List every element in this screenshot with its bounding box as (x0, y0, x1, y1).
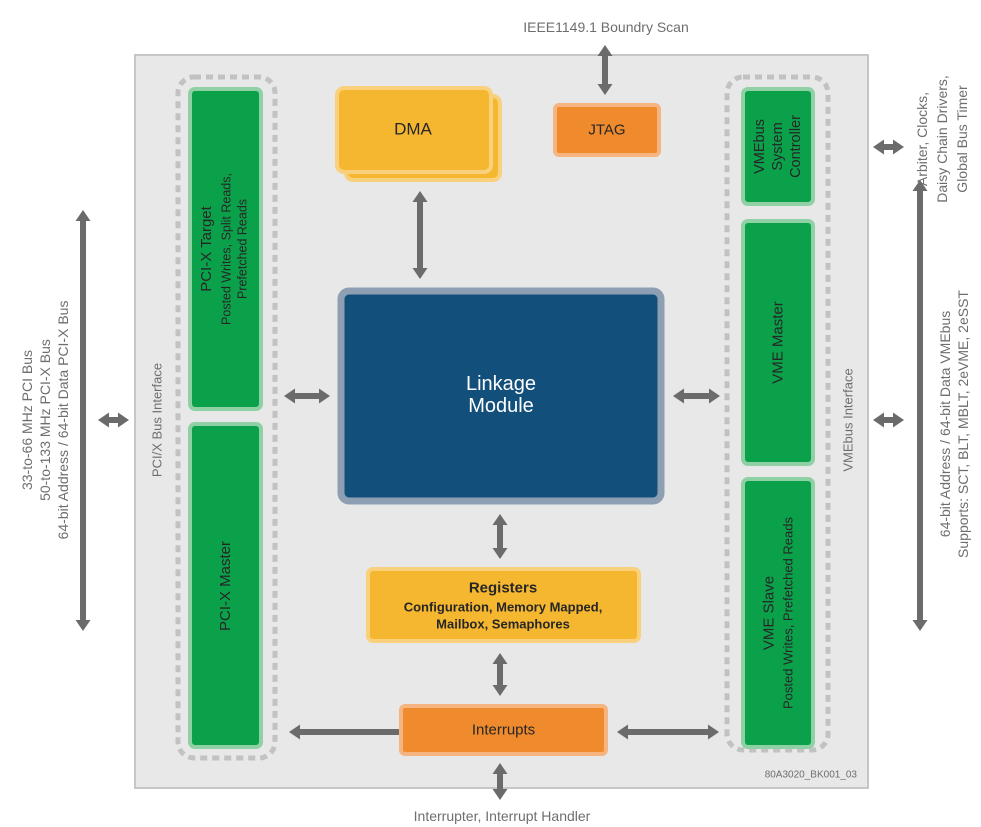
interrupts-label: Interrupts (472, 722, 535, 739)
vme-system-signals-label: Arbiter, Clocks, Daisy Chain Drivers, Gl… (914, 75, 970, 203)
vme-slave-block: VME Slave Posted Writes, Prefetched Read… (741, 477, 815, 749)
interrupts-block: Interrupts (399, 704, 608, 756)
vme-bus-interface-outline (724, 74, 831, 753)
vme-bus-label-line: 64-bit Address / 64-bit Data VMEbus (937, 311, 953, 537)
vme-master-title: VME Master (770, 301, 787, 384)
vme-system-controller-title: Controller (788, 115, 804, 178)
connection-arrows (75, 45, 928, 800)
vme-master-block: VME Master (741, 219, 815, 466)
vme-system-signals-line: Global Bus Timer (954, 85, 970, 193)
registers-block: Registers Configuration, Memory Mapped, … (366, 567, 641, 643)
linkage-module-block: Linkage Module (337, 287, 665, 505)
vme-bus-interface-label-text: VMEbus Interface (841, 368, 856, 471)
interrupts-box (399, 704, 608, 756)
vme-system-controller-box (741, 87, 815, 206)
linkage-module-label: Linkage (466, 373, 536, 395)
pci-bus-interface-outline (175, 74, 278, 761)
registers-box (366, 567, 641, 643)
pci-x-master-box (188, 422, 263, 749)
vme-slave-title: VME Slave (761, 576, 778, 650)
jtag-label: JTAG (588, 122, 625, 139)
registers-detail: Configuration, Memory Mapped, (404, 600, 603, 615)
vme-system-controller-title: System (770, 122, 786, 170)
registers-title: Registers (469, 580, 537, 597)
pci-x-target-detail: Posted Writes, Split Reads, (220, 173, 234, 325)
registers-detail: Mailbox, Semaphores (436, 617, 570, 632)
pci-bus-label: 33-to-66 MHz PCI Bus 50-to-133 MHz PCI-X… (19, 301, 71, 540)
linkage-module-label: Module (468, 395, 534, 417)
pci-x-master-title: PCI-X Master (217, 541, 234, 631)
vme-system-signals-line: Daisy Chain Drivers, (934, 75, 950, 203)
pci-x-target-box (188, 87, 263, 411)
pci-x-target-title: PCI-X Target (198, 205, 215, 291)
vme-bus-label: 64-bit Address / 64-bit Data VMEbus Supp… (937, 290, 971, 558)
dma-label: DMA (394, 120, 432, 139)
vme-system-controller-title: VMEbus (752, 119, 768, 174)
vme-bus-label-line: Supports: SCT, BLT, MBLT, 2eVME, 2eSST (955, 290, 971, 558)
dma-block: DMA (335, 86, 502, 182)
vme-slave-detail: Posted Writes, Prefetched Reads (781, 517, 796, 709)
pci-x-target-block: PCI-X Target Posted Writes, Split Reads,… (188, 87, 263, 411)
pci-bus-label-line: 33-to-66 MHz PCI Bus (19, 350, 35, 490)
pci-x-master-block: PCI-X Master (188, 422, 263, 749)
vme-slave-box (741, 477, 815, 749)
vme-system-signals-line: Arbiter, Clocks, (914, 92, 930, 186)
linkage-module-box (337, 287, 665, 505)
pci-bus-label-line: 50-to-133 MHz PCI-X Bus (37, 339, 53, 501)
interrupt-bus-label: Interrupter, Interrupt Handler (414, 808, 591, 824)
pci-x-target-detail: Prefetched Reads (236, 199, 250, 299)
pci-bus-interface-label: PCI/X Bus Interface (150, 363, 165, 477)
vme-system-controller-block: VMEbus System Controller (741, 87, 815, 206)
figure-id: 80A3020_BK001_03 (765, 770, 858, 781)
jtag-block: JTAG (553, 103, 661, 157)
vme-bus-interface-label: VMEbus Interface (841, 368, 856, 471)
dma-box-front (335, 86, 493, 174)
pci-bus-interface-label-text: PCI/X Bus Interface (150, 363, 165, 477)
boundary-scan-label: IEEE1149.1 Boundry Scan (523, 19, 689, 35)
pci-bus-label-line: 64-bit Address / 64-bit Data PCI-X Bus (55, 301, 71, 540)
vme-master-box (741, 219, 815, 466)
jtag-box (553, 103, 661, 157)
